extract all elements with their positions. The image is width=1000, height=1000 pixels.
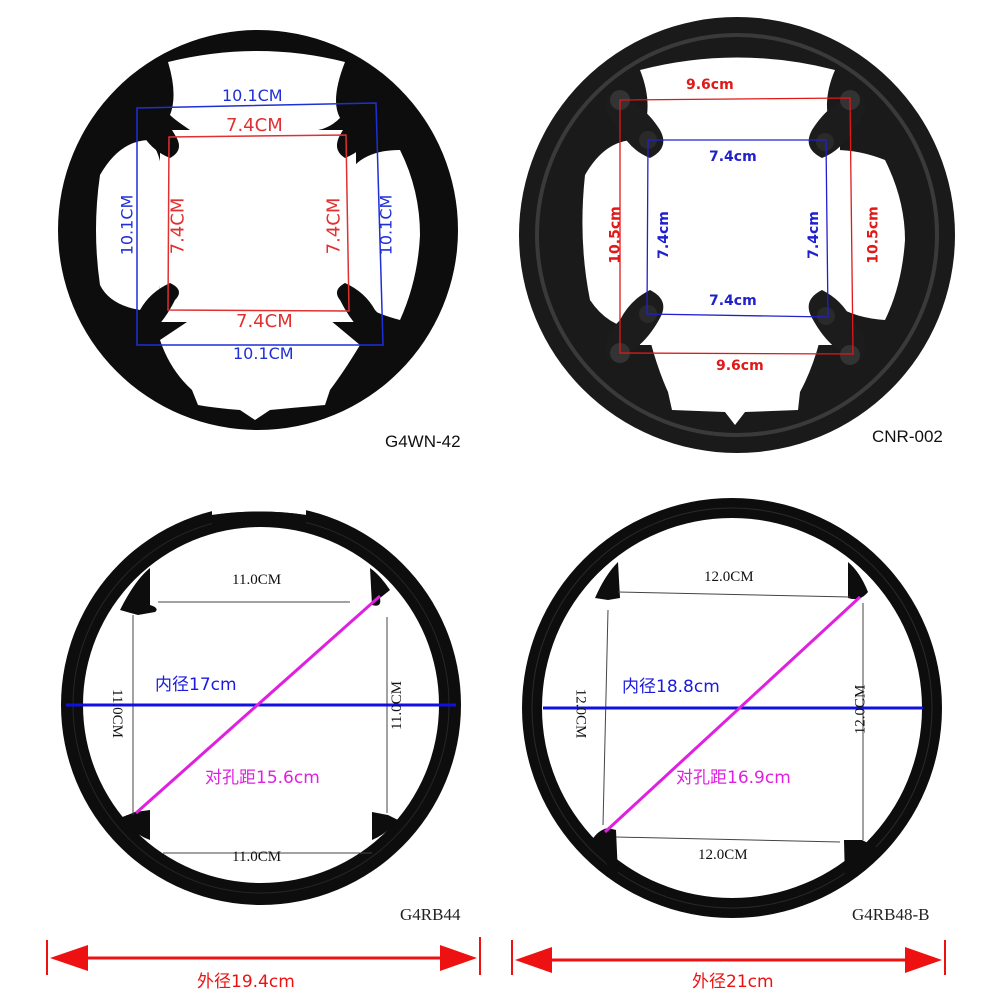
inner-left-dimension: 7.4CM xyxy=(167,197,189,255)
square-top-dimension: 12.0CM xyxy=(704,569,754,585)
square-bottom-dimension: 11.0CM xyxy=(232,849,282,865)
inner-diameter-label: 内径18.8cm xyxy=(622,677,720,697)
inner-left-dimension: 7.4cm xyxy=(655,211,672,259)
inner-top-dimension: 7.4CM xyxy=(226,115,283,136)
square-left-dimension: 12.0CM xyxy=(572,688,589,739)
guard-panel-g4rb48-b: 12.0CM 12.0CM 12.0CM 12.0CM 内径18.8cm 对孔距… xyxy=(500,480,1000,1000)
square-right-dimension: 11.0CM xyxy=(389,680,406,731)
chain-guard-g4wn-42-drawing xyxy=(58,30,458,430)
chain-guard-g4rb48-b-drawing xyxy=(511,498,946,975)
outer-top-dimension: 9.6cm xyxy=(686,77,734,93)
inner-right-dimension: 7.4cm xyxy=(805,211,822,259)
square-right-dimension: 12.0CM xyxy=(852,684,869,735)
square-left-dimension: 11.0CM xyxy=(109,688,126,739)
model-label: G4RB48-B xyxy=(852,905,930,924)
outer-left-dimension: 10.5cm xyxy=(607,206,624,264)
model-label: G4WN-42 xyxy=(385,432,461,451)
inner-bottom-dimension: 7.4CM xyxy=(236,311,293,332)
outer-diameter-label: 外径21cm xyxy=(692,972,774,992)
outer-right-dimension: 10.5cm xyxy=(865,206,882,264)
outer-top-dimension: 10.1CM xyxy=(222,86,283,105)
guard-panel-g4rb44: 11.0CM 11.0CM 11.0CM 11.0CM 内径17cm 对孔距15… xyxy=(0,480,500,1000)
model-label: CNR-002 xyxy=(872,427,943,446)
outer-bottom-dimension: 9.6cm xyxy=(716,358,764,374)
inner-top-dimension: 7.4cm xyxy=(709,149,757,165)
hole-distance-label: 对孔距15.6cm xyxy=(205,768,320,788)
square-top-dimension: 11.0CM xyxy=(232,572,282,588)
model-label: G4RB44 xyxy=(400,905,461,924)
inner-bottom-dimension: 7.4cm xyxy=(709,293,757,309)
square-bottom-dimension: 12.0CM xyxy=(698,847,748,863)
chain-guard-cnr-002-drawing xyxy=(519,17,955,453)
chain-guard-g4rb44-drawing xyxy=(46,498,481,975)
outer-left-dimension: 10.1CM xyxy=(117,194,137,256)
guard-panel-cnr-002: 9.6cm 7.4cm 7.4cm 9.6cm 10.5cm 7.4cm 7.4… xyxy=(500,0,1000,480)
hole-distance-label: 对孔距16.9cm xyxy=(676,768,791,788)
inner-diameter-label: 内径17cm xyxy=(155,675,237,695)
outer-bottom-dimension: 10.1CM xyxy=(233,344,294,363)
outer-diameter-label: 外径19.4cm xyxy=(197,972,295,992)
outer-right-dimension: 10.1CM xyxy=(376,194,396,256)
inner-right-dimension: 7.4CM xyxy=(323,197,345,255)
guard-panel-g4wn-42: 10.1CM 7.4CM 7.4CM 10.1CM 10.1CM 7.4CM 7… xyxy=(0,0,500,480)
